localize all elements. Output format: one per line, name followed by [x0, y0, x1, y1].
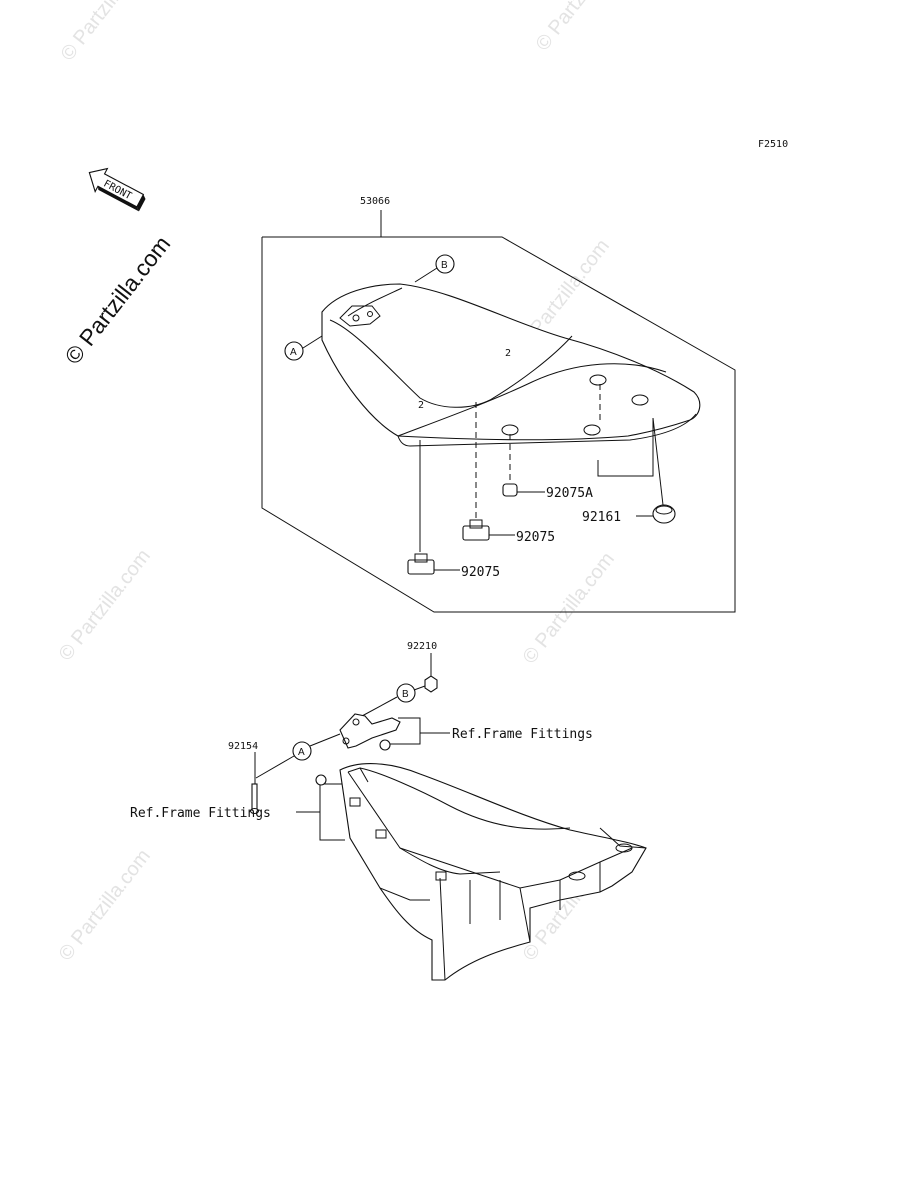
callout-a-upper: A [284, 335, 323, 361]
seat-assembly-box [261, 210, 736, 613]
watermark-text: © Partzilla.com [519, 548, 619, 668]
figure-code: F2510 [758, 139, 788, 150]
seat-drawing: 2 2 [321, 283, 701, 447]
callout-b-letter: B [402, 689, 409, 700]
callout-a-letter: A [298, 747, 305, 758]
damper-92161 [597, 417, 676, 524]
part-number-nut: 92210 [407, 641, 437, 652]
callout-b-letter: B [441, 260, 448, 271]
part-number-bolt: 92154 [228, 741, 258, 752]
watermark-text: © Partzilla.com [55, 845, 155, 965]
seat-mark: 2 [418, 400, 424, 411]
nut-92210 [424, 675, 438, 693]
watermark-text: © Partzilla.com [55, 545, 155, 665]
seat-mark: 2 [505, 348, 511, 359]
part-number-seat: 53066 [360, 196, 390, 207]
hinge-bracket [339, 713, 401, 749]
front-arrow-icon: FRONT [88, 167, 146, 212]
ref-frame-fittings-left: Ref.Frame Fittings [130, 806, 271, 821]
damper-92075-left [407, 553, 460, 575]
frame-fitting-bracket-left [296, 774, 345, 841]
callout-a-letter: A [290, 347, 297, 358]
callout-b-lower: B [361, 683, 426, 717]
watermark-text: © Partzilla.com [532, 0, 632, 55]
ref-frame-fittings-right: Ref.Frame Fittings [452, 727, 593, 742]
callout-a-lower: A [255, 733, 341, 779]
part-number-damper-a: 92075A [546, 486, 593, 501]
damper-92075a [502, 483, 545, 497]
part-number-damper-right: 92161 [582, 510, 621, 525]
watermark-text: © Partzilla.com [57, 0, 157, 65]
bolt-92154 [249, 783, 260, 815]
frame-fitting-bracket-right [379, 717, 450, 751]
callout-b-upper: B [414, 254, 455, 283]
part-number-damper-mid: 92075 [516, 530, 555, 545]
watermark-main: © Partzilla.com [59, 231, 175, 369]
part-number-damper-left: 92075 [461, 565, 500, 580]
storage-compartment [339, 763, 647, 981]
damper-92075-mid [462, 519, 515, 541]
